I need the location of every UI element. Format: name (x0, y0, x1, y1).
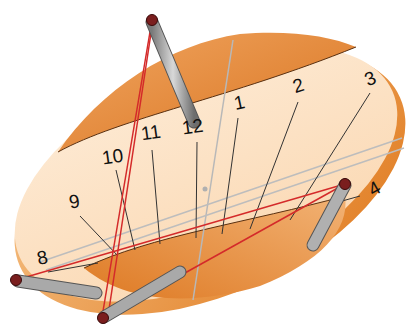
hour-number: 12 (181, 115, 205, 137)
hour-number: 11 (140, 121, 162, 143)
hour-number: 10 (101, 145, 125, 167)
